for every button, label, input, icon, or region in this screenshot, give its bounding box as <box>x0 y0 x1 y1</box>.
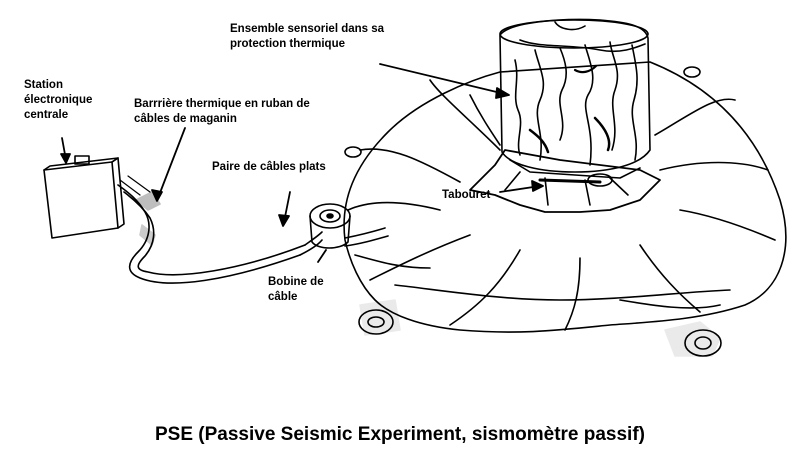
arrowhead-sensor <box>496 88 509 98</box>
figure-caption: PSE (Passive Seismic Experiment, sismomè… <box>154 424 645 445</box>
ribbon-cable <box>118 176 305 283</box>
flat-cable-pair <box>300 228 388 255</box>
leader-lines <box>61 64 543 262</box>
label-cables: Paire de câbles plats <box>212 161 326 173</box>
leader-reel <box>318 250 326 262</box>
label-station: Station électronique centrale <box>24 79 93 121</box>
stool <box>505 160 640 205</box>
central-station-box <box>44 156 124 238</box>
arrowhead-station <box>61 154 70 163</box>
label-barrier: Barrrière thermique en ruban de câbles d… <box>134 98 310 125</box>
arrowhead-stool <box>532 181 543 191</box>
leader-sensor <box>380 64 505 94</box>
label-stool: Tabouret <box>442 189 491 201</box>
label-reel: Bobine de câble <box>268 276 324 303</box>
mounting-tabs <box>345 67 721 356</box>
skirt-opening <box>470 150 660 212</box>
arrowhead-barrier <box>152 190 162 201</box>
sensor-unit <box>500 20 650 172</box>
cable-reel <box>310 204 350 248</box>
arrowhead-cables <box>279 215 289 226</box>
thermal-skirt <box>344 62 786 332</box>
label-sensor: Ensemble sensoriel dans sa protection th… <box>230 23 385 50</box>
leader-barrier <box>158 128 185 198</box>
